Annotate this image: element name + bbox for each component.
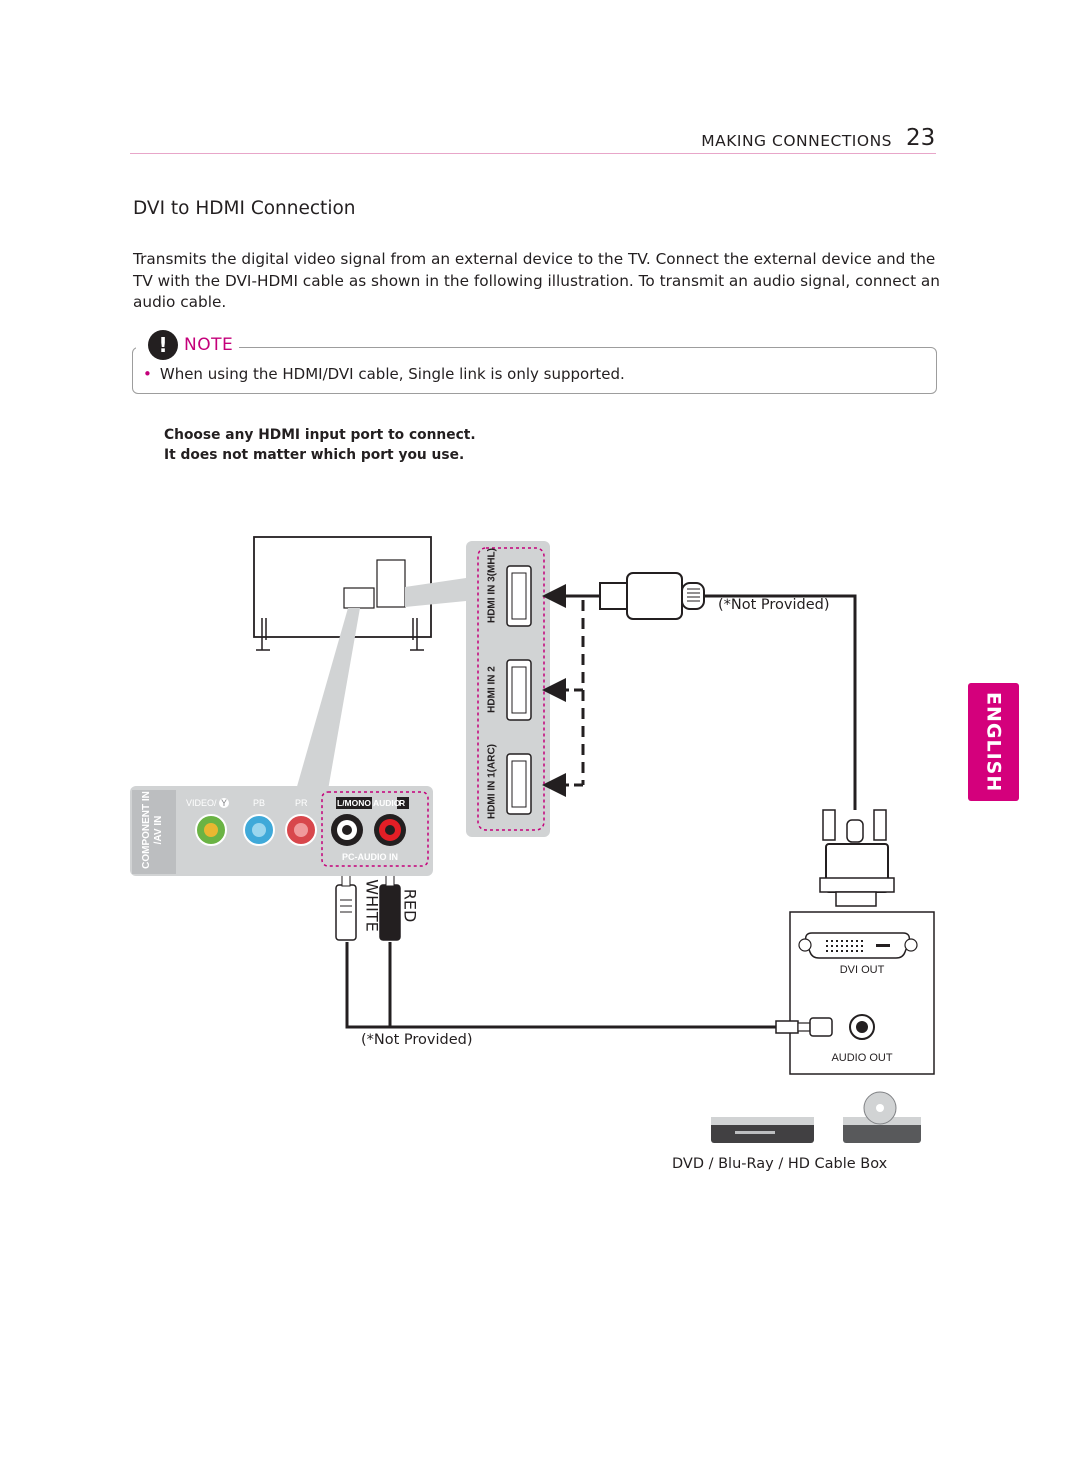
red-cable-label: RED [400,888,420,923]
bullet-icon: • [143,365,152,383]
instruction-line-1: Choose any HDMI input port to connect. [164,427,476,443]
hdmi-logo: HDMI [486,793,498,820]
dvd-player-icon [711,1117,814,1143]
hdmi-arrows [542,584,600,797]
pr-label: PR [295,798,308,808]
note-box [132,347,937,394]
panel-side-label: COMPONENT IN /AV IN [141,791,165,869]
zoom-callout-hdmi [405,578,466,607]
hdmi-port-2-text: IN 2 [486,666,498,685]
y-label: Y [219,798,230,808]
tv-back-illustration [253,536,432,653]
r-label: R [399,798,406,808]
dvi-plug [819,809,895,907]
note-label: NOTE [184,335,234,355]
note-item-text: When using the HDMI/DVI cable, Single li… [159,365,625,383]
panel-port-labels: VIDEO/ Y [186,798,230,808]
language-tab [968,683,1019,801]
device-back-panel [789,911,935,1075]
av-in-label: /AV IN [153,815,164,845]
language-tab-label: ENGLISH [982,691,1005,793]
page-number: 23 [906,125,936,151]
hdmi-port-3-text: IN 3(MHL) [486,548,498,595]
audio-out-label: AUDIO OUT [831,1052,893,1064]
hdmi-port-1-text: IN 1(ARC) [486,744,498,791]
exclamation-icon: ! [148,330,178,360]
note-item: • When using the HDMI/DVI cable, Single l… [143,365,625,383]
lmono-label: L/MONO [337,798,371,808]
bluray-player-icon [843,1091,921,1143]
dvi-out-label: DVI OUT [839,964,885,976]
component-in-label: COMPONENT IN [141,791,152,869]
audio-label: AUDIO [373,798,401,808]
device-caption: DVD / Blu-Ray / HD Cable Box [672,1156,888,1172]
video-label: VIDEO/ [186,798,217,808]
hdmi-logo: HDMI [486,687,498,713]
audio-cable [335,869,833,1037]
hdmi-port-label-2: HDMI IN 2 [487,645,498,735]
hdmi-logo: HDMI [486,597,498,624]
instruction-line-2: It does not matter which port you use. [164,447,465,463]
hdmi-port-label-3: HDMI IN 3(MHL) [487,541,498,631]
hdmi-plug [599,572,857,810]
white-cable-label: WHITE [362,879,382,932]
intro-paragraph: Transmits the digital video signal from … [133,250,940,311]
instruction-text: Choose any HDMI input port to connect. I… [164,425,476,465]
hdmi-cable-note: (*Not Provided) [718,597,830,613]
header-divider [130,153,936,154]
section-title: MAKING CONNECTIONS [701,132,892,150]
hdmi-panel [466,541,550,837]
audio-cable-note: (*Not Provided) [361,1032,473,1048]
component-av-panel [130,786,433,876]
zoom-callout-panel [296,608,360,790]
pc-audio-label: PC-AUDIO IN [342,852,398,862]
note-header: ! NOTE [136,330,240,360]
pb-label: PB [253,798,266,808]
page-title: DVI to HDMI Connection [133,198,356,219]
hdmi-port-label-1: HDMI IN 1(ARC) [487,737,498,827]
